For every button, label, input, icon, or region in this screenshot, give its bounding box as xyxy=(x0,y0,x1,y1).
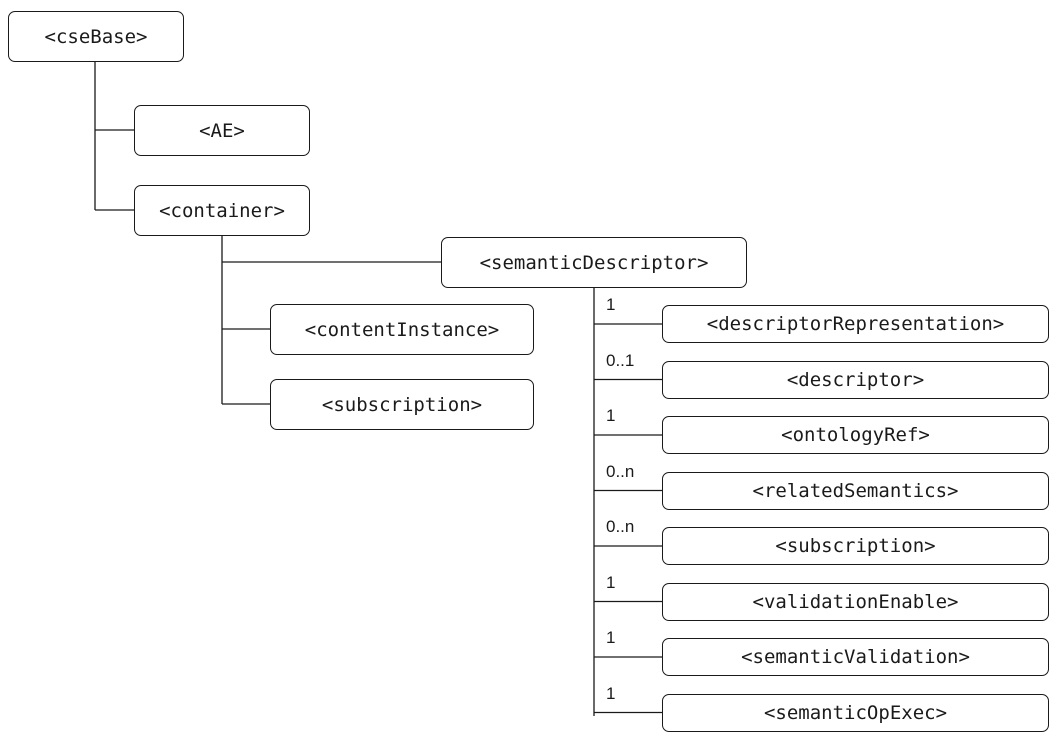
multiplicity-label: 0..1 xyxy=(606,350,635,370)
multiplicity-label: 1 xyxy=(606,683,616,703)
multiplicity-label: 1 xyxy=(606,628,616,647)
multiplicity-label: 0..n xyxy=(606,461,635,481)
content-instance-node: <contentInstance> xyxy=(270,304,534,355)
multiplicity-label: 1 xyxy=(606,572,616,592)
multiplicity-label: 0..n xyxy=(606,517,635,536)
attribute-node: <descriptorRepresentation> xyxy=(662,305,1049,343)
ae-node: <AE> xyxy=(134,105,310,156)
container-node: <container> xyxy=(134,185,310,236)
attribute-node: <descriptor> xyxy=(662,360,1049,399)
subscription-node: <subscription> xyxy=(270,379,534,430)
multiplicity-label: 1 xyxy=(606,295,616,314)
cse-base-node: <cseBase> xyxy=(8,11,184,62)
attribute-node: <validationEnable> xyxy=(662,582,1049,621)
attribute-node: <subscription> xyxy=(662,527,1049,565)
multiplicity-label: 1 xyxy=(606,406,616,425)
attribute-node: <relatedSemantics> xyxy=(662,471,1049,510)
attribute-node: <ontologyRef> xyxy=(662,416,1049,454)
attribute-node: <semanticOpExec> xyxy=(662,693,1049,732)
attribute-node: <semanticValidation> xyxy=(662,638,1049,676)
semantic-descriptor-node: <semanticDescriptor> xyxy=(441,237,747,288)
